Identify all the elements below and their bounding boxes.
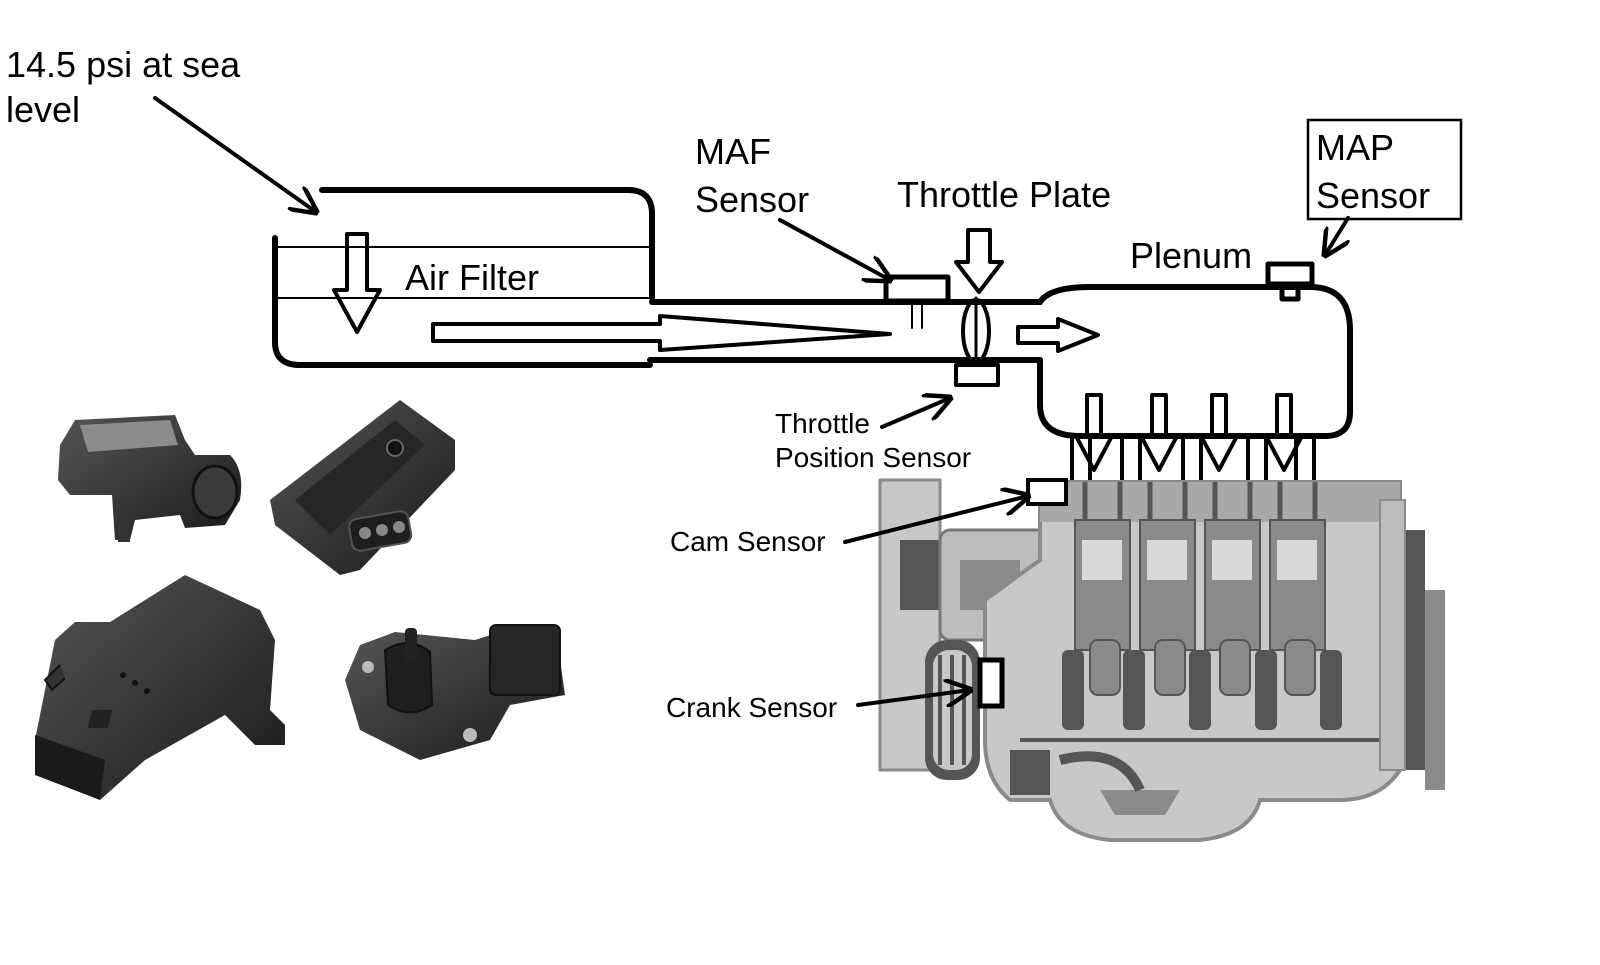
pressure-label-line1: 14.5 psi at sea — [6, 44, 241, 85]
maf-pointer — [778, 218, 890, 280]
map-sensor-label-box: MAP Sensor — [1306, 118, 1463, 221]
pressure-pointer — [153, 96, 316, 212]
pointer-arrows — [153, 96, 1348, 705]
tps-pointer — [880, 398, 950, 429]
maf-label-line1: MAF — [695, 131, 771, 172]
map-label-line2: Sensor — [1316, 175, 1430, 216]
map-sensor-photo-1 — [58, 415, 242, 542]
plenum — [1037, 284, 1353, 439]
crank-pointer — [856, 690, 970, 705]
air-filter-down-arrow — [332, 232, 382, 334]
map-sensor-photo-2 — [270, 400, 455, 575]
map-pointer — [1325, 216, 1348, 255]
cam-pointer — [843, 496, 1028, 544]
throttle-position-sensor-box — [954, 363, 1000, 387]
tps-label-line2: Position Sensor — [775, 442, 971, 473]
throttle-down-arrow — [954, 228, 1004, 294]
crank-sensor-box — [977, 657, 1005, 709]
tps-label-line1: Throttle — [775, 408, 870, 439]
cam-sensor-box — [1026, 478, 1068, 506]
map-sensor-fitting — [1265, 261, 1315, 302]
maf-sensor-box — [883, 274, 951, 329]
map-sensor-photo-4 — [345, 624, 565, 760]
throttle-plate-label: Throttle Plate — [897, 174, 1111, 215]
crank-sensor-label: Crank Sensor — [666, 692, 837, 723]
intake-runners — [1070, 434, 1316, 482]
map-sensor-photo-3 — [35, 575, 285, 800]
maf-label-line2: Sensor — [695, 179, 809, 220]
plenum-label: Plenum — [1130, 235, 1252, 276]
cam-sensor-label: Cam Sensor — [670, 526, 826, 557]
engine-block-illustration — [878, 478, 1445, 842]
air-filter-label: Air Filter — [405, 257, 539, 298]
crank-pulley — [925, 640, 980, 780]
plenum-flow-arrow — [1016, 317, 1100, 353]
airflow-streamlines — [879, 301, 941, 361]
airflow-arrow — [431, 314, 892, 352]
runner-down-arrows — [1074, 393, 1304, 472]
throttle-plate — [961, 296, 991, 366]
pressure-label-line2: level — [6, 89, 80, 130]
map-label-line1: MAP — [1316, 127, 1394, 168]
